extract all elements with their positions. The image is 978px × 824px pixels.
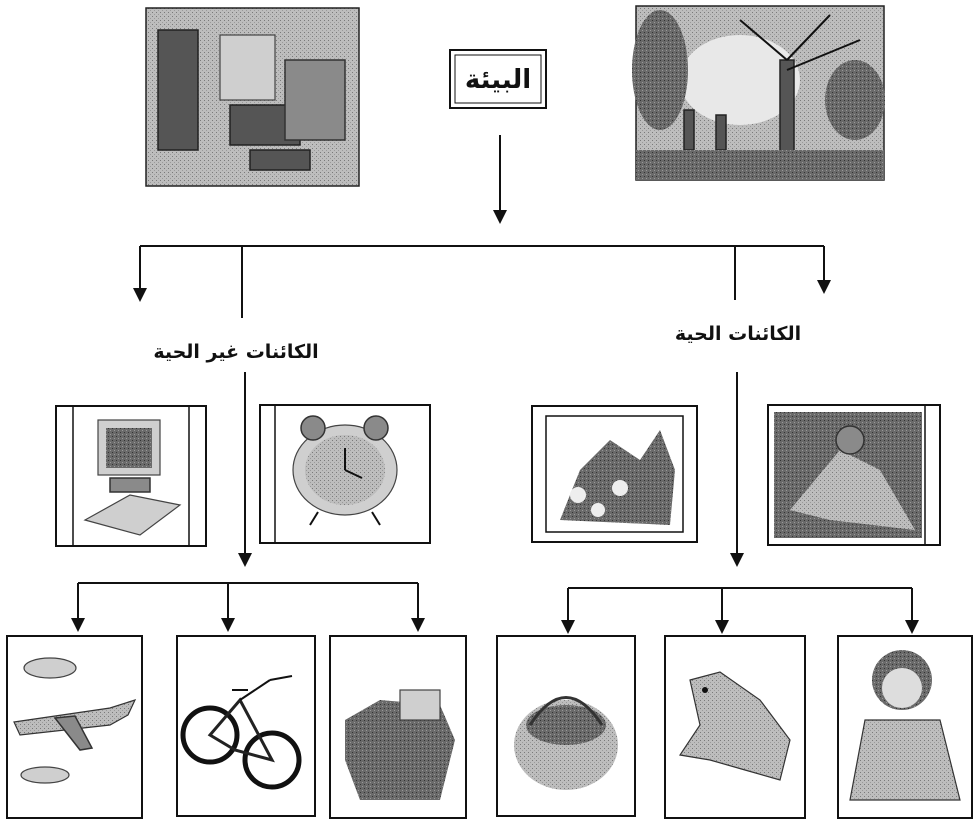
elephant-icon [664,635,806,819]
main-connectors [133,135,831,318]
fruit-basket-icon [496,635,636,817]
title-label: البيئة [465,65,531,95]
alarm-clock-icon [259,404,431,544]
park-trees-photo [632,5,885,181]
nonliving-label: الكائنات غير الحية [153,341,318,363]
fish-icon [767,404,941,546]
box-icon [329,635,467,819]
branch-connectors [238,372,744,567]
room-photo [145,7,360,187]
bottom-connectors-living [561,587,919,634]
living-label: الكائنات الحية [675,323,801,345]
plant-icon [531,405,698,543]
computer-icon [55,405,207,547]
title-box: البيئة [449,49,547,109]
bottom-connectors-nonliving [71,582,425,632]
girl-icon [837,635,973,819]
bicycle-icon [176,635,316,817]
airplane-icon [6,635,143,819]
